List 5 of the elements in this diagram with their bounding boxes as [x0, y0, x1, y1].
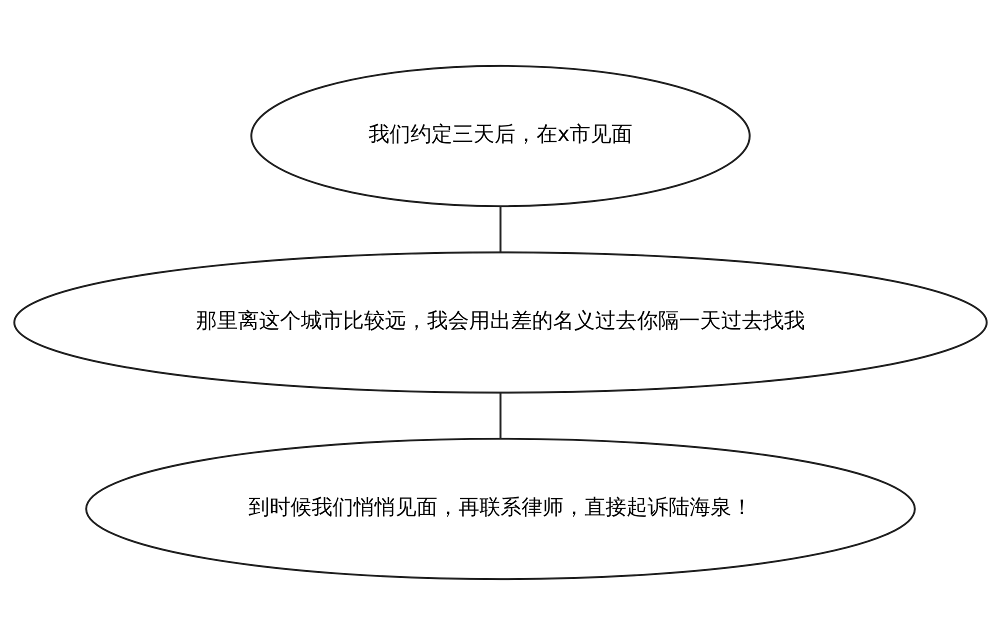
- node-ellipse: 我们约定三天后，在x市见面: [250, 64, 750, 207]
- connector: [499, 392, 501, 438]
- node-ellipse: 到时候我们悄悄见面，再联系律师，直接起诉陆海泉！: [84, 437, 916, 580]
- connector: [499, 206, 501, 252]
- node-ellipse: 那里离这个城市比较远，我会用出差的名义过去你隔一天过去找我: [12, 250, 988, 394]
